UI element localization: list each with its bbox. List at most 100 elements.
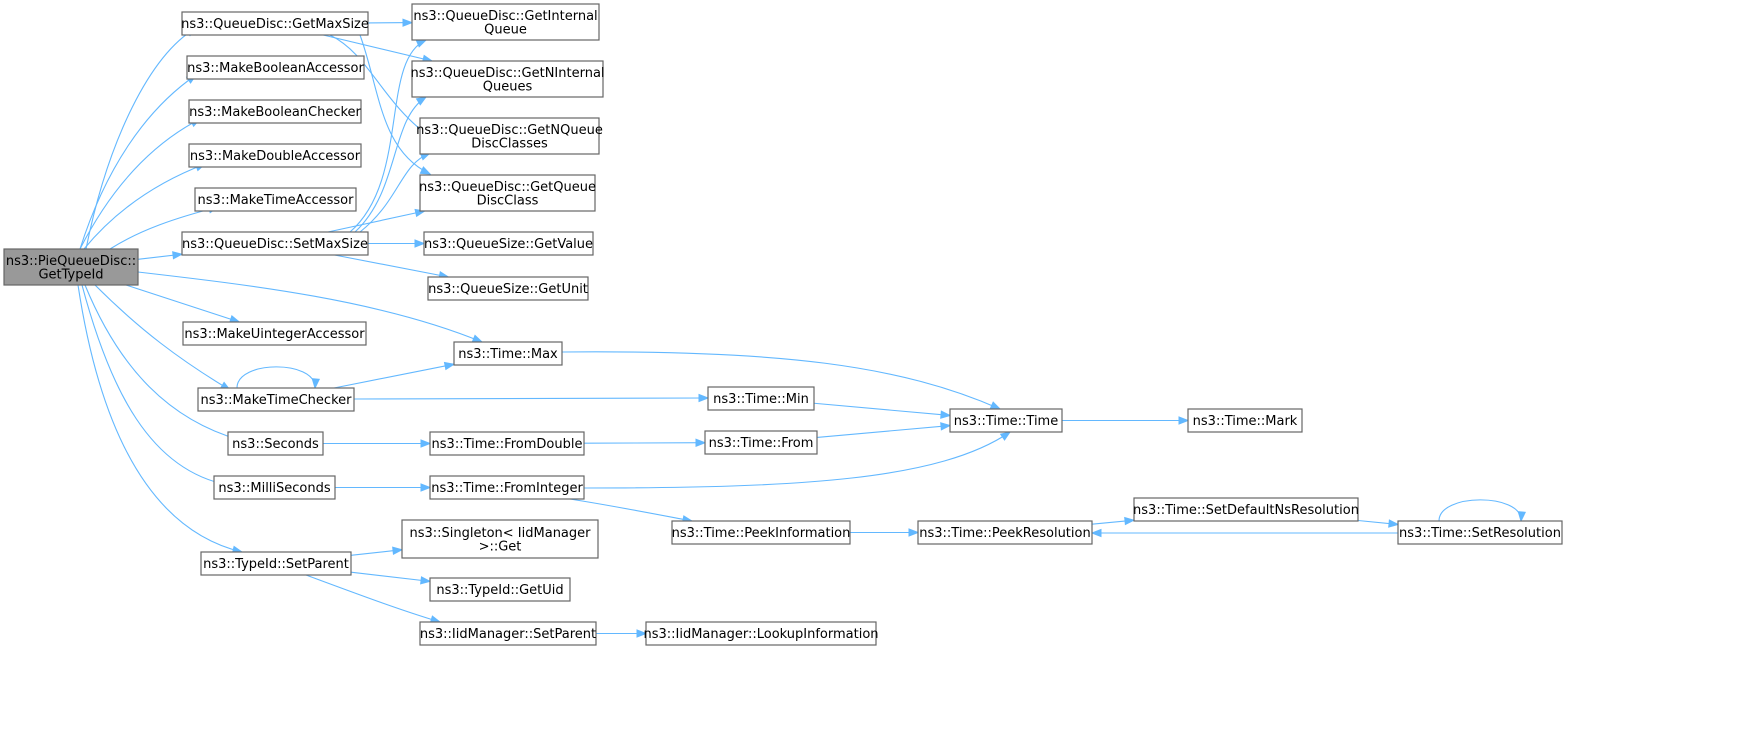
edge-root-to-makeBoolAcc — [79, 74, 198, 250]
node-qsGetValue[interactable]: ns3::QueueSize::GetValue — [423, 231, 594, 256]
node-milliSeconds[interactable]: ns3::MilliSeconds — [213, 475, 336, 500]
edge-root-to-timeMax-line — [137, 271, 483, 343]
node-seconds-box — [227, 431, 324, 456]
node-makeBoolChk-label-0: ns3::MakeBooleanChecker — [189, 105, 361, 120]
node-timeTime-box — [949, 408, 1063, 433]
edge-timeTime-to-timeMark-arrowhead — [1178, 416, 1190, 425]
node-makeBoolAcc-box — [186, 55, 365, 80]
node-singletonGet-box — [401, 519, 599, 559]
node-timeMin-label-0: ns3::Time::Min — [713, 392, 809, 407]
edge-root-to-getMaxSize — [85, 27, 198, 250]
edge-root-to-setMaxSize-arrowhead — [172, 251, 184, 260]
node-makeDblAcc-box — [188, 143, 362, 168]
edge-timeSetDefaultNsRes-to-timeSetRes — [1357, 519, 1400, 528]
node-singletonGet-label-1: >::Get — [479, 539, 522, 554]
node-seconds[interactable]: ns3::Seconds — [227, 431, 324, 456]
edge-getMaxSize-to-getQueueDiscClass-arrowhead — [419, 166, 432, 175]
edge-root-to-makeDblAcc-line — [83, 163, 206, 250]
node-timePeekRes[interactable]: ns3::Time::PeekResolution — [917, 520, 1093, 545]
edge-makeTimeChk-to-timeMax-line — [333, 363, 455, 389]
node-getMaxSize[interactable]: ns3::QueueDisc::GetMaxSize — [181, 11, 369, 36]
node-timeFromDouble-label-0: ns3::Time::FromDouble — [432, 437, 583, 452]
edge-root-to-milliSeconds-line — [81, 284, 229, 486]
node-makeTimeChk-box — [197, 387, 355, 412]
edge-setMaxSize-to-qsGetUnit — [334, 254, 450, 280]
edge-root-to-timeMax-arrowhead — [471, 334, 484, 343]
node-root[interactable]: ns3::PieQueueDisc::GetTypeId — [3, 248, 139, 286]
node-timePeekInfo[interactable]: ns3::Time::PeekInformation — [671, 520, 851, 545]
node-singletonGet[interactable]: ns3::Singleton< IidManager >::Get — [401, 519, 599, 559]
edge-makeTimeChk-to-timeMin-line — [353, 397, 709, 400]
node-timeMark[interactable]: ns3::Time::Mark — [1187, 408, 1303, 433]
node-timeSetRes-box — [1397, 520, 1563, 545]
node-timeFromDouble[interactable]: ns3::Time::FromDouble — [429, 431, 585, 456]
node-root-box — [3, 248, 139, 286]
node-timeMax-box — [453, 341, 563, 366]
edge-timeTime-to-timeMark — [1062, 416, 1190, 425]
node-getNQueueDiscClasses-label-0: ns3::QueueDisc::GetNQueue — [416, 123, 603, 138]
node-timeMin[interactable]: ns3::Time::Min — [707, 386, 815, 411]
node-timeSetDefaultNsRes-label-0: ns3::Time::SetDefaultNsResolution — [1133, 503, 1359, 518]
edge-root-to-milliSeconds — [81, 284, 230, 488]
edge-makeTimeChk-to-timeMin — [353, 393, 710, 403]
edge-setMaxSize-to-getQueueDiscClass-line — [327, 210, 425, 233]
node-makeUintAcc[interactable]: ns3::MakeUintegerAccessor — [182, 321, 367, 346]
node-qsGetUnit-label-0: ns3::QueueSize::GetUnit — [428, 282, 588, 297]
edge-timeSetRes-to-timePeekRes — [1090, 528, 1398, 538]
node-qsGetUnit[interactable]: ns3::QueueSize::GetUnit — [427, 276, 589, 301]
edge-timeSetRes-to-timePeekRes-arrowhead — [1090, 528, 1102, 538]
node-typeIdGetUid-label-0: ns3::TypeId::GetUid — [436, 583, 563, 598]
edge-timeFromInteger-to-timeTime — [583, 431, 1012, 489]
node-makeDblAcc[interactable]: ns3::MakeDoubleAccessor — [188, 143, 362, 168]
node-getInternalQueue-label-1: Queue — [484, 22, 527, 37]
node-seconds-label-0: ns3::Seconds — [232, 437, 319, 452]
node-setParent-label-0: ns3::TypeId::SetParent — [203, 557, 349, 572]
node-setMaxSize[interactable]: ns3::QueueDisc::SetMaxSize — [181, 231, 369, 256]
node-makeUintAcc-label-0: ns3::MakeUintegerAccessor — [184, 327, 365, 342]
nodes-layer: ns3::PieQueueDisc::GetTypeId ns3::QueueDi… — [3, 3, 1563, 646]
edge-root-to-setMaxSize — [137, 251, 184, 260]
node-setParent[interactable]: ns3::TypeId::SetParent — [200, 551, 352, 576]
node-timeSetRes[interactable]: ns3::Time::SetResolution — [1397, 520, 1563, 545]
edge-root-to-timeMax — [137, 271, 484, 343]
node-timeFromDouble-box — [429, 431, 585, 456]
node-milliSeconds-box — [213, 475, 336, 500]
edge-setParent-to-singletonGet — [350, 546, 404, 556]
edge-makeTimeChk-to-timeMax-arrowhead — [443, 361, 456, 371]
node-timeMark-label-0: ns3::Time::Mark — [1193, 414, 1298, 429]
node-singletonGet-label-0: ns3::Singleton< IidManager — [409, 526, 591, 541]
edge-timeFrom-to-timeTime — [816, 422, 952, 439]
edge-milliSeconds-to-timeFromInteger-arrowhead — [420, 483, 432, 492]
node-timeMin-box — [707, 386, 815, 411]
node-timeFromInteger[interactable]: ns3::Time::FromInteger — [429, 475, 585, 500]
node-makeTimeAcc[interactable]: ns3::MakeTimeAccessor — [194, 187, 357, 212]
node-root-label-1: GetTypeId — [38, 267, 103, 282]
node-timeFromInteger-label-0: ns3::Time::FromInteger — [431, 481, 583, 496]
node-iidLookupInfo[interactable]: ns3::IidManager::LookupInformation — [643, 621, 879, 646]
node-makeBoolAcc[interactable]: ns3::MakeBooleanAccessor — [186, 55, 365, 80]
edge-getMaxSize-to-getInternalQueue-arrowhead — [402, 18, 414, 27]
node-timeMax[interactable]: ns3::Time::Max — [453, 341, 563, 366]
node-timeFrom-label-0: ns3::Time::From — [709, 436, 814, 451]
node-timeMax-label-0: ns3::Time::Max — [458, 347, 558, 362]
edge-root-to-seconds-line — [84, 284, 241, 441]
edge-timeMax-to-timeTime-arrowhead — [989, 401, 1002, 410]
node-timeTime[interactable]: ns3::Time::Time — [949, 408, 1063, 433]
node-timePeekRes-box — [917, 520, 1093, 545]
node-makeTimeChk[interactable]: ns3::MakeTimeChecker — [197, 387, 355, 412]
node-qsGetValue-label-0: ns3::QueueSize::GetValue — [424, 237, 593, 252]
node-typeIdGetUid[interactable]: ns3::TypeId::GetUid — [429, 577, 571, 602]
node-iidSetParent-box — [419, 621, 597, 646]
node-getMaxSize-box — [181, 11, 369, 36]
node-makeBoolChk[interactable]: ns3::MakeBooleanChecker — [188, 99, 362, 124]
node-timeTime-label-0: ns3::Time::Time — [954, 414, 1058, 429]
node-getNQueueDiscClasses-label-1: DiscClasses — [471, 136, 548, 151]
node-timeSetDefaultNsRes[interactable]: ns3::Time::SetDefaultNsResolution — [1133, 497, 1359, 522]
node-iidSetParent[interactable]: ns3::IidManager::SetParent — [419, 621, 597, 646]
edge-timeFromDouble-to-timeFrom — [583, 438, 707, 447]
node-timeFrom[interactable]: ns3::Time::From — [704, 430, 818, 455]
